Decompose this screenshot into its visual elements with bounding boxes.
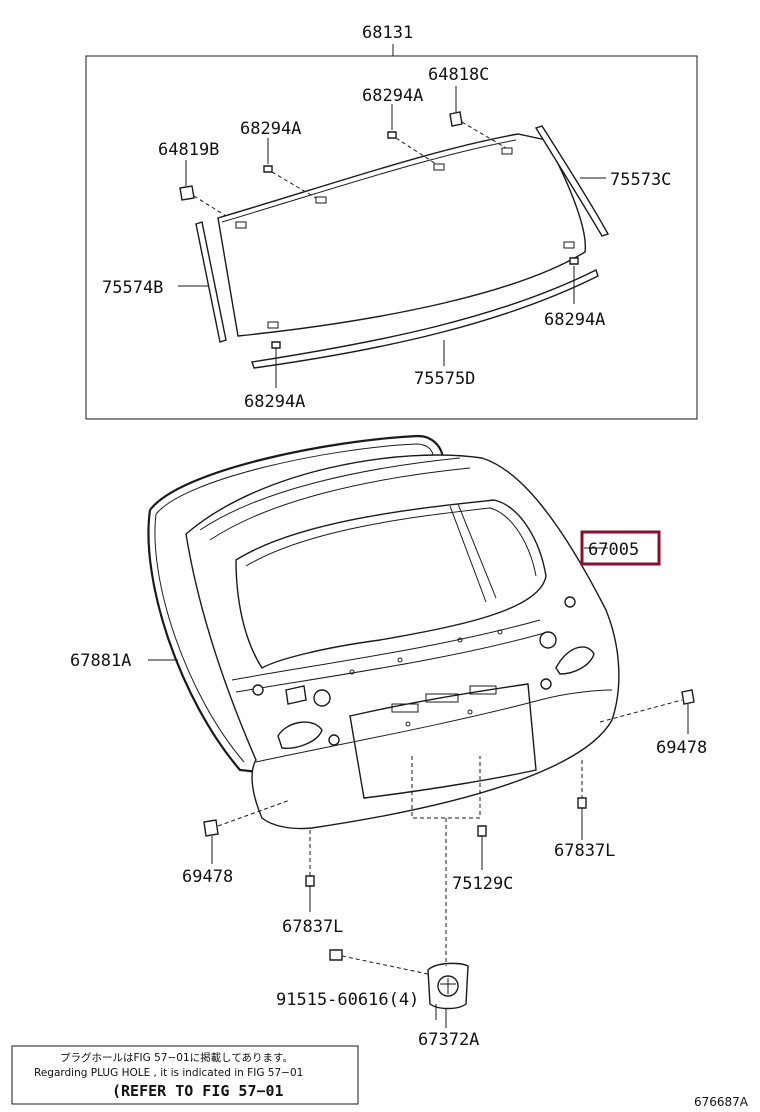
lock-assembly-67372a [427, 962, 469, 1010]
diagram-id: 676687A [694, 1095, 749, 1109]
label-68294a-left: 68294A [240, 119, 301, 139]
clip-68294a-c [569, 257, 579, 265]
label-68294a-bottom: 68294A [244, 392, 305, 412]
label-75574b: 75574B [102, 278, 163, 298]
label-64819b: 64819B [158, 140, 219, 160]
back-door-group [147, 434, 695, 1028]
cushion-69478-left [203, 819, 219, 837]
label-68294a-right: 68294A [544, 310, 605, 330]
stopper-64818c [449, 111, 463, 127]
stopper-67837l-right [577, 797, 587, 809]
label-91515: 91515-60616(4) [276, 990, 419, 1010]
label-69478-left: 69478 [182, 867, 233, 887]
clip-68294a-b [387, 131, 397, 139]
stopper-67837l-left [305, 875, 315, 887]
note-japanese: プラグホールはFIG 57−01に掲載してあります。 [60, 1051, 293, 1064]
back-window-glass [217, 133, 587, 337]
reference-note: プラグホールはFIG 57−01に掲載してあります。 Regarding PLU… [11, 1045, 359, 1105]
glass-clips [235, 147, 575, 329]
label-67837l-right: 67837L [554, 841, 615, 861]
bolt-91515 [329, 949, 343, 961]
label-67881a: 67881A [70, 651, 131, 671]
panel-holes [349, 629, 503, 727]
stopper-64819b [179, 185, 195, 201]
moulding-75573c [534, 125, 610, 237]
note-reference: (REFER TO FIG 57−01 [112, 1082, 284, 1100]
clip-68294a-d [271, 341, 281, 349]
label-75575d: 75575D [414, 369, 475, 389]
note-english: Regarding PLUG HOLE , it is indicated in… [34, 1067, 303, 1079]
moulding-75575d [251, 269, 599, 369]
label-67837l-left: 67837L [282, 917, 343, 937]
window-glass-group [85, 44, 698, 420]
label-68294a-top: 68294A [362, 86, 423, 106]
clip-68294a-a [263, 165, 273, 173]
moulding-75574b [195, 221, 227, 343]
clip-75129c [477, 825, 487, 837]
glass-group-frame [85, 55, 698, 420]
label-64818c: 64818C [428, 65, 489, 85]
door-window-opening [235, 499, 547, 669]
label-69478-right: 69478 [656, 738, 707, 758]
label-67372a: 67372A [418, 1030, 479, 1050]
label-75129c: 75129C [452, 874, 513, 894]
label-68131: 68131 [362, 23, 413, 43]
highlight-box-67005 [580, 530, 661, 566]
label-67005[interactable]: 67005 [588, 540, 639, 560]
label-75573c: 75573C [610, 170, 671, 190]
part-labels: 68131 64818C 68294A 68294A 64819B 75573C… [70, 23, 707, 1050]
cushion-69478-right [681, 689, 695, 705]
